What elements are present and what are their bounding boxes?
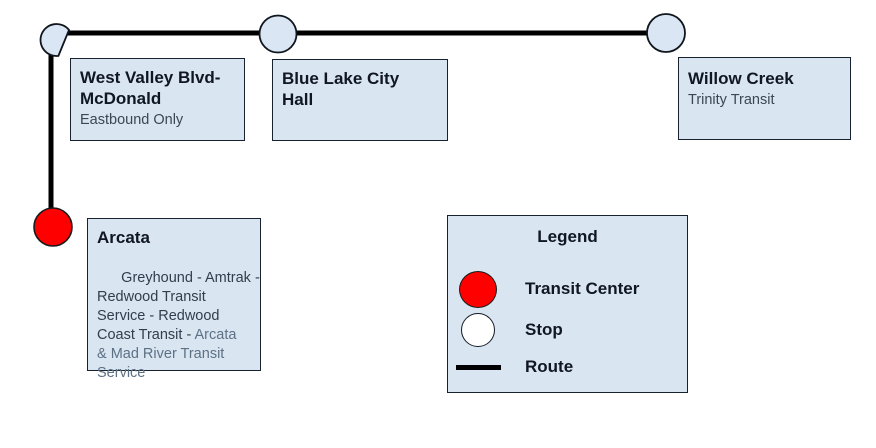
stop-title: Blue Lake City Hall xyxy=(282,69,400,109)
transit-center-label-arcata: Arcata Greyhound - Amtrak - Redwood Tran… xyxy=(87,218,261,381)
stop-connections: Greyhound - Amtrak - Redwood Transit Ser… xyxy=(97,250,260,402)
legend-swatch-wrap xyxy=(448,364,508,370)
legend-item-transit-center: Transit Center xyxy=(448,268,687,310)
legend-item-label: Route xyxy=(525,357,574,376)
stop-node-west-valley xyxy=(39,23,71,57)
transit-center-icon xyxy=(459,270,497,308)
legend-swatch-wrap xyxy=(448,270,508,308)
stop-icon xyxy=(461,313,495,347)
legend-item-label: Stop xyxy=(525,320,563,339)
legend-item-label: Transit Center xyxy=(525,279,640,298)
route-line-icon xyxy=(455,364,501,370)
stop-label-blue-lake: Blue Lake City Hall xyxy=(272,59,448,141)
stop-connections-secondary: Arcata & Mad River Transit Service xyxy=(97,327,237,381)
stop-label-willow-creek: Willow Creek Trinity Transit xyxy=(678,57,851,140)
legend-panel: Legend Transit Center Stop Route xyxy=(447,215,688,393)
stop-node-blue-lake xyxy=(258,14,298,54)
legend-rows: Transit Center Stop Route xyxy=(448,268,687,384)
legend-swatch-wrap xyxy=(448,313,508,347)
stop-node-willow-creek xyxy=(646,13,686,53)
stop-label-west-valley: West Valley Blvd- McDonald Eastbound Onl… xyxy=(70,58,245,141)
stop-title: West Valley Blvd- McDonald xyxy=(80,68,221,108)
stop-title: Willow Creek xyxy=(688,69,794,88)
legend-title: Legend xyxy=(537,227,598,246)
stop-subtitle: Trinity Transit xyxy=(688,92,775,108)
stop-subtitle: Eastbound Only xyxy=(80,112,184,128)
legend-item-stop: Stop xyxy=(448,310,687,350)
legend-item-route: Route xyxy=(448,350,687,384)
stop-title: Arcata xyxy=(97,228,150,247)
transit-center-node-arcata xyxy=(33,207,73,247)
stop-connections-primary: Greyhound - Amtrak - Redwood Transit Ser… xyxy=(97,270,260,343)
